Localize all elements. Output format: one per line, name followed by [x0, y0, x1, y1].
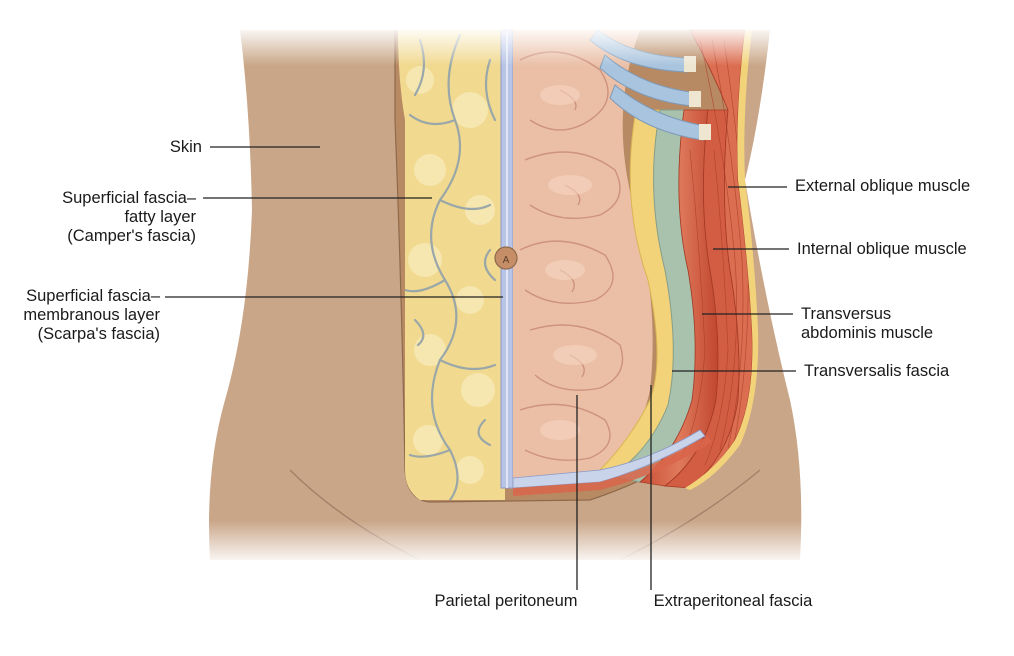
label-transversalis-fascia: Transversalis fascia	[804, 362, 950, 380]
superficial-vessels	[403, 33, 497, 500]
label-internal-oblique: Internal oblique muscle	[797, 240, 967, 258]
umbilicus: A	[494, 246, 518, 270]
subcutaneous-rim	[685, 30, 759, 490]
svg-text:A: A	[503, 255, 510, 266]
label-transversus-abdominis: Transversus abdominis muscle	[801, 305, 934, 342]
label-skin: Skin	[169, 138, 202, 156]
label-external-oblique: External oblique muscle	[795, 177, 971, 195]
label-parietal-peritoneum: Parietal peritoneum	[434, 592, 578, 610]
label-scarpa-fascia: Superficial fascia– membranous layer (Sc…	[23, 287, 160, 343]
lower-layer-edge	[512, 429, 706, 489]
label-camper-fascia: Superficial fascia– fatty layer (Camper'…	[62, 189, 196, 245]
label-extraperitoneal-fascia: Extraperitoneal fascia	[653, 592, 813, 610]
